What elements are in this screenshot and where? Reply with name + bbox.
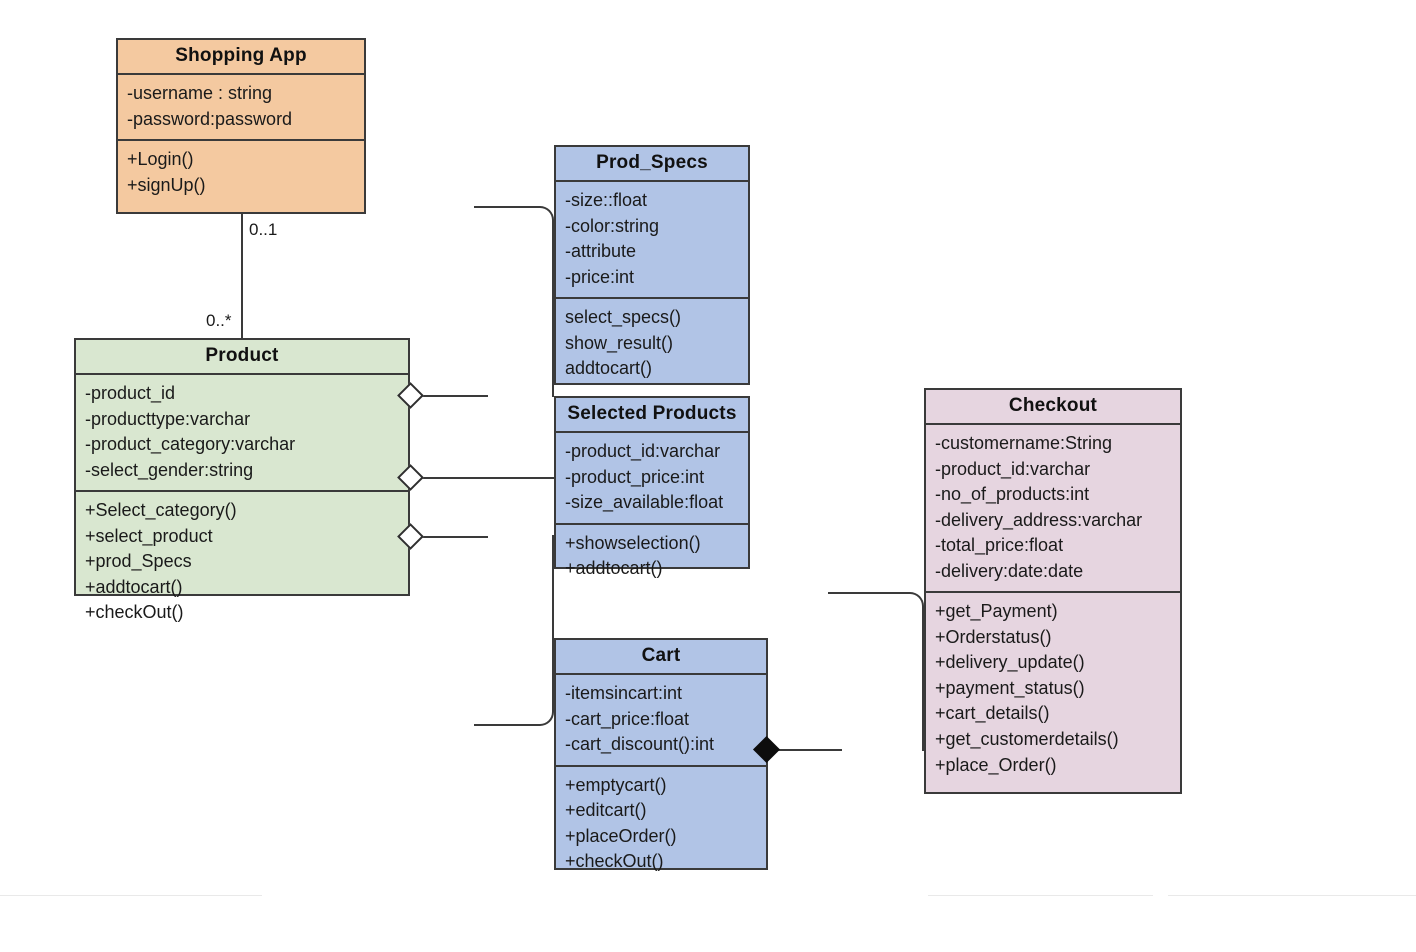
connector-shoppingapp-product	[241, 214, 243, 340]
operation-row: addtocart()	[565, 358, 653, 379]
operations-compartment-shopping-app: +Login() +signUp()	[118, 141, 364, 205]
attribute-row: -delivery:date:date	[935, 560, 1084, 581]
operation-row: +editcart()	[565, 800, 647, 821]
attribute-row: -cart_discount():int	[565, 734, 715, 755]
operation-row: +showselection()	[565, 532, 701, 553]
operation-row: +checkOut()	[85, 602, 184, 623]
operation-row: +payment_status()	[935, 677, 1085, 698]
class-title-product: Product	[76, 340, 408, 375]
connector-cart-checkout-elbow	[828, 592, 924, 751]
attribute-row: -product_category:varchar	[85, 434, 296, 455]
connector-product-cart-seg1	[420, 536, 488, 538]
attribute-row: -product_price:int	[565, 466, 705, 487]
operation-row: +placeOrder()	[565, 825, 677, 846]
operations-compartment-checkout: +get_Payment) +Orderstatus() +delivery_u…	[926, 593, 1180, 785]
class-box-shopping-app[interactable]: Shopping App -username : string -passwor…	[116, 38, 366, 214]
operation-row: +emptycart()	[565, 774, 667, 795]
attribute-row: -price:int	[565, 266, 635, 287]
attribute-row: -attribute	[565, 241, 637, 262]
attributes-compartment-cart: -itemsincart:int -cart_price:float -cart…	[556, 675, 766, 767]
attribute-row: -product_id:varchar	[935, 458, 1091, 479]
attribute-row: -color:string	[565, 215, 660, 236]
attributes-compartment-shopping-app: -username : string -password:password	[118, 75, 364, 142]
attributes-compartment-product: -product_id -producttype:varchar -produc…	[76, 375, 408, 493]
attribute-row: -size_available:float	[565, 492, 724, 513]
attribute-row: -cart_price:float	[565, 708, 690, 729]
class-box-selected-products[interactable]: Selected Products -product_id:varchar -p…	[554, 396, 750, 578]
operation-row: +delivery_update()	[935, 652, 1085, 673]
operation-row: +place_Order()	[935, 754, 1057, 775]
connector-cart-checkout-seg1	[776, 749, 842, 751]
class-title-cart: Cart	[556, 640, 766, 675]
operation-row: +get_customerdetails()	[935, 729, 1119, 750]
attribute-row: -username : string	[127, 83, 273, 103]
connector-product-selectedproducts	[420, 477, 554, 479]
operation-row: +addtocart()	[565, 558, 663, 579]
operation-row: select_specs()	[565, 307, 682, 328]
operation-row: +Select_category()	[85, 500, 237, 521]
attributes-compartment-checkout: -customername:String -product_id:varchar…	[926, 425, 1180, 594]
connector-product-cart-elbow	[474, 535, 554, 726]
attribute-row: -producttype:varchar	[85, 408, 251, 429]
attribute-row: -product_id:varchar	[565, 441, 721, 461]
attribute-row: -password:password	[127, 108, 293, 129]
class-title-selected-products: Selected Products	[556, 398, 748, 433]
operation-row: +Login()	[127, 149, 194, 170]
operation-row: +get_Payment)	[935, 601, 1058, 622]
multiplicity-product-end: 0..*	[204, 311, 234, 331]
operation-row: +addtocart()	[85, 576, 183, 597]
attribute-row: -product_id	[85, 383, 176, 403]
attribute-row: -size::float	[565, 190, 648, 210]
attribute-row: -delivery_address:varchar	[935, 509, 1143, 530]
operation-row: +cart_details()	[935, 703, 1050, 724]
class-box-checkout[interactable]: Checkout -customername:String -product_i…	[924, 388, 1182, 794]
operation-row: +prod_Specs	[85, 551, 192, 572]
connector-product-prodspecs-elbow	[474, 206, 554, 397]
connector-product-prodspecs-seg1	[420, 395, 488, 397]
operation-row: +Orderstatus()	[935, 626, 1052, 647]
attributes-compartment-selected-products: -product_id:varchar -product_price:int -…	[556, 433, 748, 525]
operation-row: show_result()	[565, 332, 674, 353]
multiplicity-shoppingapp-end: 0..1	[247, 220, 280, 240]
class-title-prod-specs: Prod_Specs	[556, 147, 748, 182]
class-box-prod-specs[interactable]: Prod_Specs -size::float -color:string -a…	[554, 145, 750, 385]
operations-compartment-cart: +emptycart() +editcart() +placeOrder() +…	[556, 767, 766, 882]
operation-row: +checkOut()	[565, 851, 664, 872]
class-title-checkout: Checkout	[926, 390, 1180, 425]
attributes-compartment-prod-specs: -size::float -color:string -attribute -p…	[556, 182, 748, 300]
operation-row: +signUp()	[127, 174, 206, 195]
attribute-row: -itemsincart:int	[565, 683, 683, 703]
attribute-row: -select_gender:string	[85, 459, 254, 480]
operations-compartment-product: +Select_category() +select_product +prod…	[76, 492, 408, 633]
scan-artifact-line	[0, 895, 262, 896]
class-box-product[interactable]: Product -product_id -producttype:varchar…	[74, 338, 410, 622]
attribute-row: -no_of_products:int	[935, 484, 1090, 505]
operations-compartment-selected-products: +showselection() +addtocart()	[556, 525, 748, 589]
scan-artifact-line	[928, 895, 1153, 896]
scan-artifact-line	[1168, 895, 1416, 896]
class-title-shopping-app: Shopping App	[118, 40, 364, 75]
operations-compartment-prod-specs: select_specs() show_result() addtocart()	[556, 299, 748, 389]
operation-row: +select_product	[85, 525, 213, 546]
class-box-cart[interactable]: Cart -itemsincart:int -cart_price:float …	[554, 638, 768, 871]
attribute-row: -total_price:float	[935, 535, 1064, 556]
attribute-row: -customername:String	[935, 433, 1113, 453]
